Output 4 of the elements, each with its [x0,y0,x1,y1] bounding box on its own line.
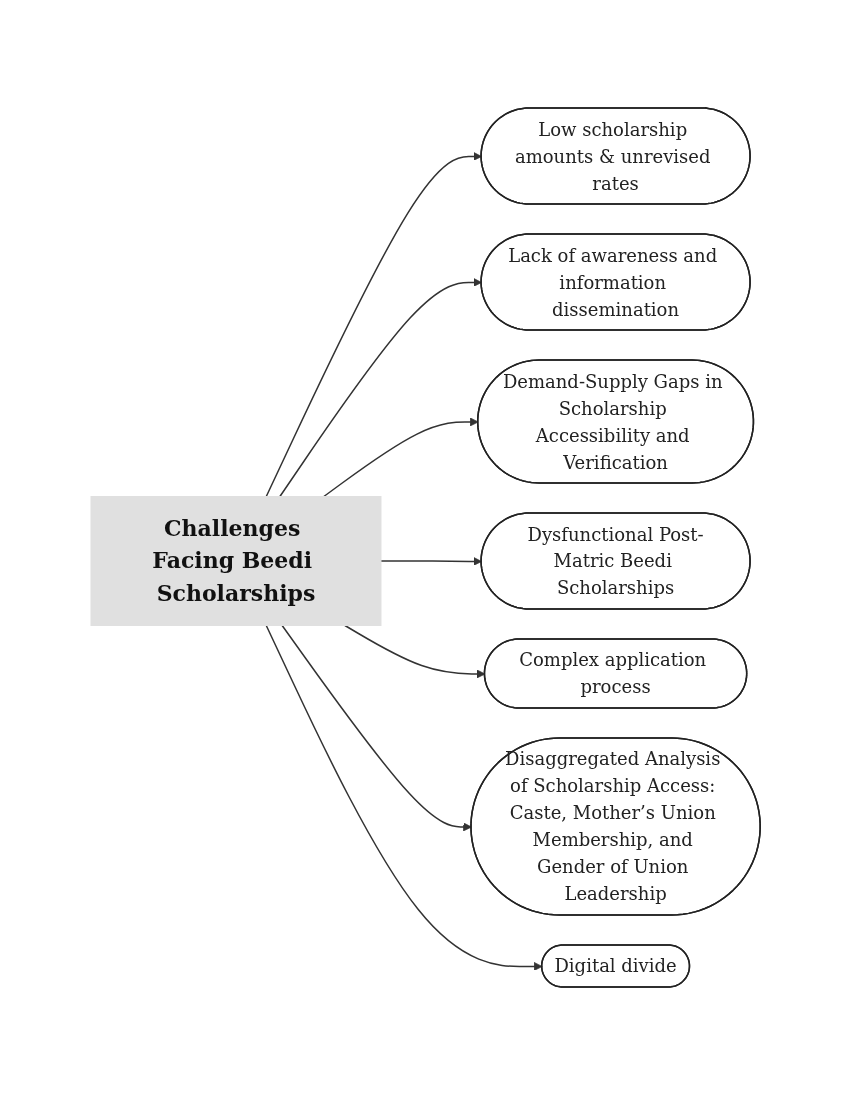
arrow [279,278,482,498]
node-box: Challenges Facing Beedi Scholarships [90,496,382,626]
arrow [380,557,482,566]
arrow [265,152,482,498]
